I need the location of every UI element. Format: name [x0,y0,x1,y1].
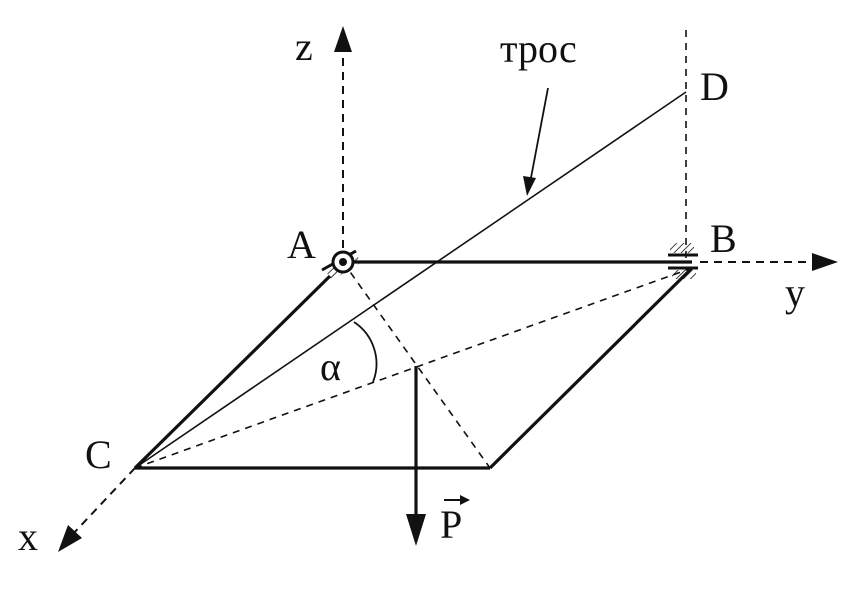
plate-edge-b-corner [488,266,694,470]
y-axis-arrowhead [812,253,838,271]
x-axis [71,467,136,536]
x-axis-arrowhead [58,525,82,552]
angle-arc [353,321,378,383]
point-c-label: C [85,432,112,477]
plate-edge-ca [133,274,332,470]
axes [58,26,838,552]
force-p-vector-arrow [444,495,470,505]
force-p-arrowhead [406,514,426,546]
axis-x-label: x [18,514,38,559]
cable-pointer-arrowhead [523,176,536,196]
point-a-label: A [287,222,316,267]
cable-line [134,91,687,469]
z-axis-arrowhead [334,26,352,52]
point-d-label: D [700,64,729,109]
cable-label: трос [500,26,577,71]
diagonal-a-to-corner [342,261,491,469]
support-a-hinge-inner [339,258,347,266]
support-b-hatch-top [670,243,694,253]
force-p-label: P [440,502,462,547]
axis-y-label: y [785,270,805,315]
support-a [321,249,362,280]
point-b-label: B [710,216,737,261]
angle-alpha-label: α [320,344,341,389]
diagonal-c-to-b [134,267,693,469]
axis-z-label: z [295,24,313,69]
cable-pointer-line [529,87,549,184]
plate [133,260,694,470]
support-b-hatch-bottom [672,270,696,279]
support-b [668,243,698,279]
